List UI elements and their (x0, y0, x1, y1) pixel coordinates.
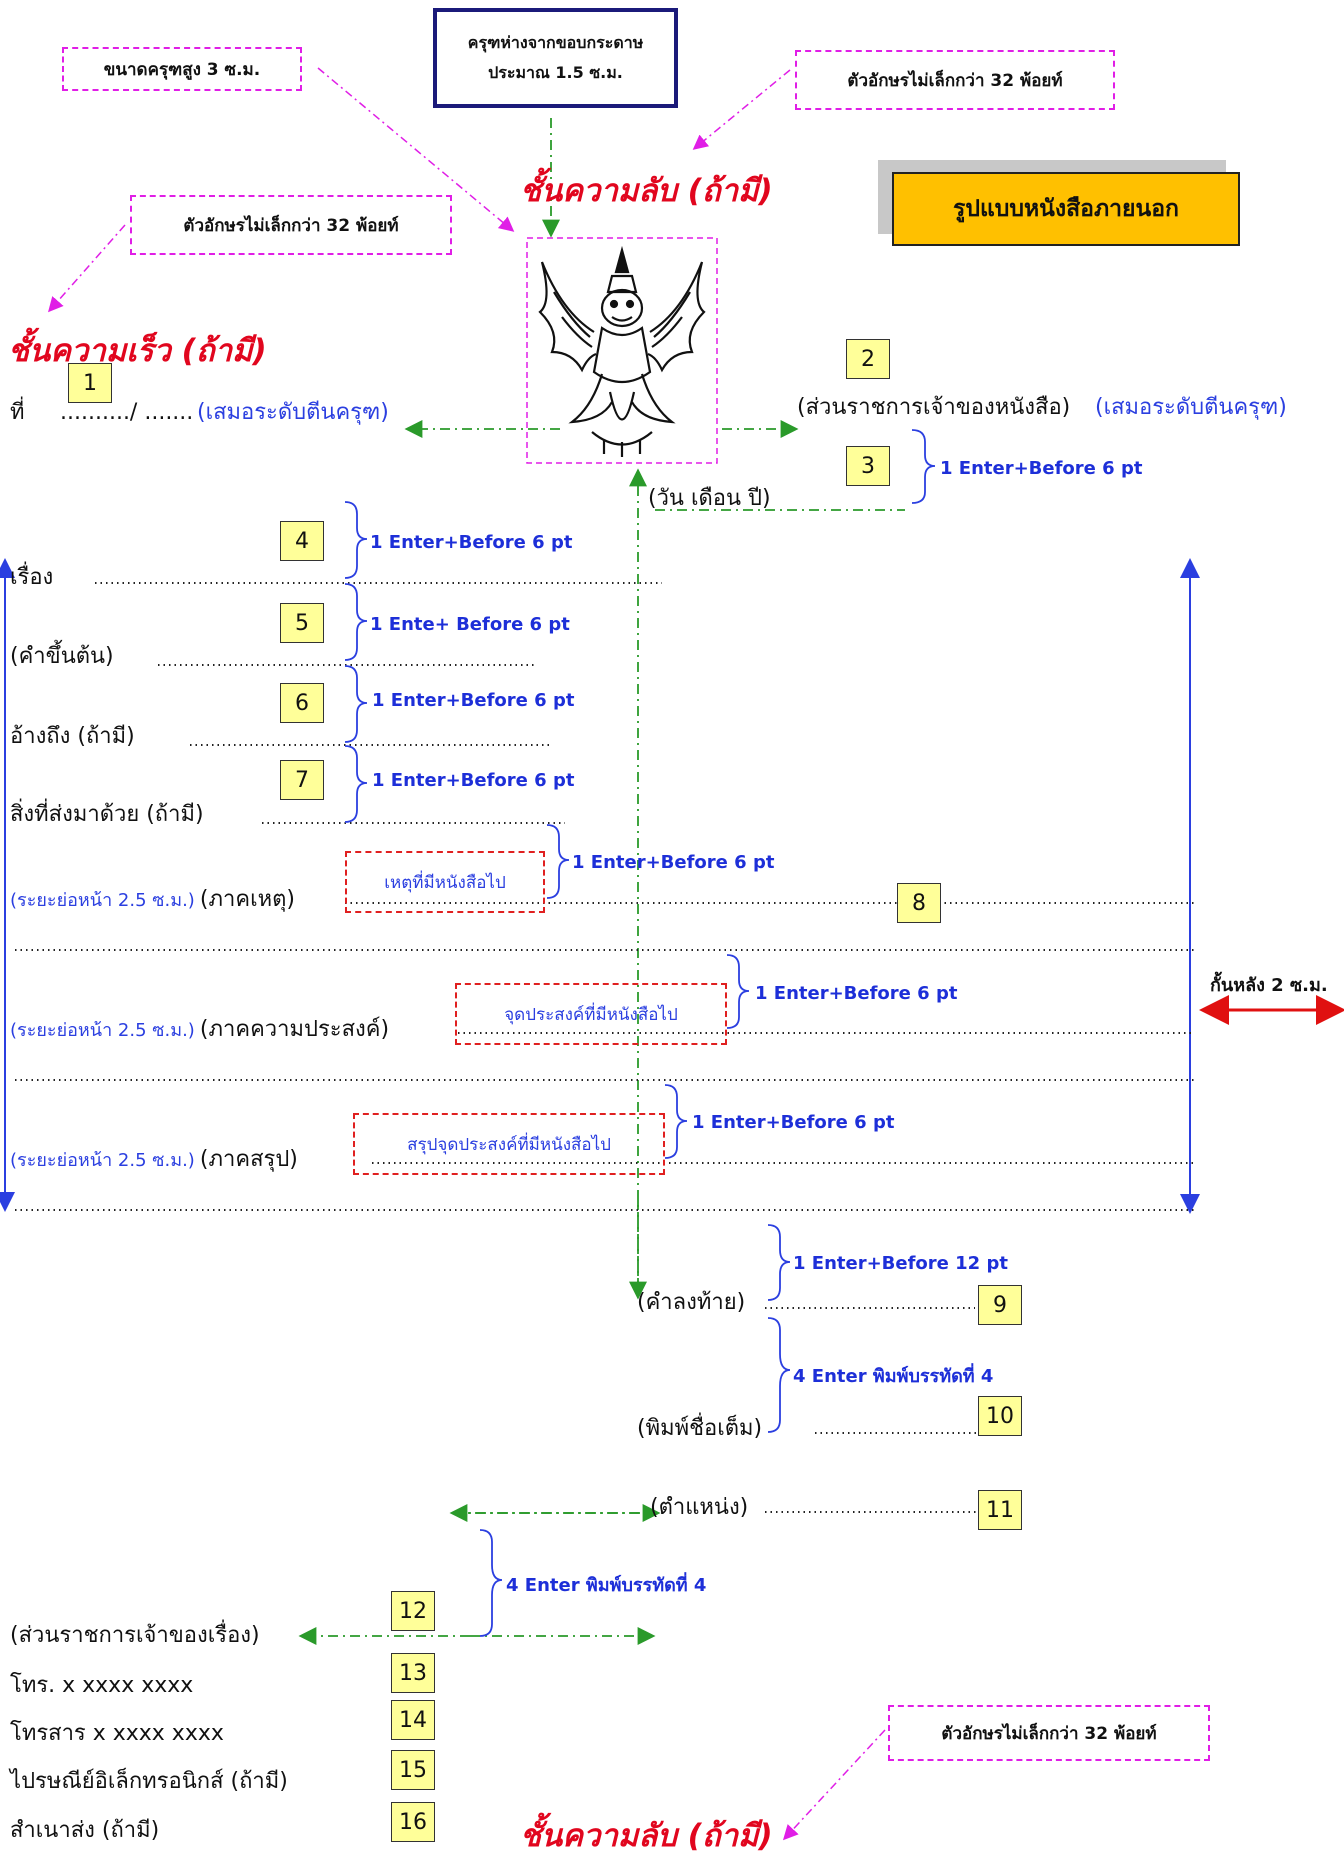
spacing-note-7: 1 Enter+Before 6 pt (372, 770, 575, 791)
purpose-paragraph: (ระยะย่อหน้า 2.5 ซ.ม.) (ภาคความประสงค์) (10, 1015, 389, 1044)
font-size-note-left: ตัวอักษรไม่เล็กกว่า 32 พ้อยท์ (130, 195, 452, 255)
right-margin-note: กั้นหลัง 2 ซ.ม. (1210, 975, 1328, 996)
subject-label: เรื่อง (10, 565, 54, 590)
font-size-note-top: ตัวอักษรไม่เล็กกว่า 32 พ้อยท์ (795, 50, 1115, 110)
marker-10: 10 (978, 1396, 1022, 1436)
email-label: ไปรษณีย์อิเล็กทรอนิกส์ (ถ้ามี) (10, 1769, 288, 1794)
marker-7: 7 (280, 760, 324, 800)
marker-9: 9 (978, 1285, 1022, 1325)
secrecy-top: ชั้นความลับ (ถ้ามี) (520, 173, 773, 209)
cause-label: (ภาคเหตุ) (199, 887, 295, 912)
secrecy-bottom: ชั้นความลับ (ถ้ามี) (520, 1818, 773, 1854)
purpose-label: (ภาคความประสงค์) (199, 1017, 390, 1042)
ref-label: ที่ (10, 400, 25, 425)
phone-label: โทร. x xxxx xxxx (10, 1673, 194, 1698)
full-name-label: (พิมพ์ชื่อเต็ม) (637, 1416, 763, 1441)
marker-16: 16 (391, 1802, 435, 1842)
summary-label: (ภาคสรุป) (199, 1147, 298, 1172)
date-label: (วัน เดือน ปี) (648, 486, 771, 511)
purpose-box: จุดประสงค์ที่มีหนังสือไป (455, 983, 727, 1045)
purpose-box-text: จุดประสงค์ที่มีหนังสือไป (504, 1004, 678, 1025)
spacing-note-12: 4 Enter พิมพ์บรรทัดที่ 4 (506, 1575, 707, 1596)
spacing-note-8: 1 Enter+Before 6 pt (572, 852, 775, 873)
garuda-margin-line2: ประมาณ 1.5 ซ.ม. (488, 63, 623, 82)
marker-4: 4 (280, 521, 324, 561)
marker-1: 1 (68, 363, 112, 403)
spacing-note-6: 1 Enter+Before 6 pt (372, 690, 575, 711)
agency-align-note: (เสมอระดับตีนครุฑ) (1095, 395, 1287, 420)
marker-13: 13 (391, 1653, 435, 1693)
spacing-note-4: 1 Enter+Before 6 pt (370, 532, 573, 553)
font-size-note-left-text: ตัวอักษรไม่เล็กกว่า 32 พ้อยท์ (183, 215, 399, 236)
reference-label: อ้างถึง (ถ้ามี) (10, 724, 135, 749)
agency-label: (ส่วนราชการเจ้าของหนังสือ) (797, 395, 1071, 420)
marker-8: 8 (897, 883, 941, 923)
marker-14: 14 (391, 1700, 435, 1740)
cause-box: เหตุที่มีหนังสือไป (345, 851, 545, 913)
font-size-note-bottom-text: ตัวอักษรไม่เล็กกว่า 32 พ้อยท์ (941, 1723, 1157, 1744)
garuda-size-note: ขนาดครุฑสูง 3 ซ.ม. (62, 47, 302, 91)
summary-indent-note: (ระยะย่อหน้า 2.5 ซ.ม.) (10, 1150, 195, 1171)
marker-5: 5 (280, 603, 324, 643)
cause-paragraph: (ระยะย่อหน้า 2.5 ซ.ม.) (ภาคเหตุ) (10, 885, 295, 914)
purpose-indent-note: (ระยะย่อหน้า 2.5 ซ.ม.) (10, 1020, 195, 1041)
font-size-note-top-text: ตัวอักษรไม่เล็กกว่า 32 พ้อยท์ (847, 70, 1063, 91)
ref-dots: ........../ ....... (60, 400, 194, 425)
garuda-margin-line1: ครุฑห่างจากขอบกระดาษ (467, 32, 644, 52)
spacing-note-9: 1 Enter+Before 12 pt (793, 1253, 1008, 1274)
font-size-note-bottom: ตัวอักษรไม่เล็กกว่า 32 พ้อยท์ (888, 1705, 1210, 1761)
cause-indent-note: (ระยะย่อหน้า 2.5 ซ.ม.) (10, 890, 195, 911)
spacing-note-5: 1 Ente+ Before 6 pt (370, 614, 570, 635)
spacing-note-purpose: 1 Enter+Before 6 pt (755, 983, 958, 1004)
marker-3: 3 (846, 446, 890, 486)
marker-11: 11 (978, 1490, 1022, 1530)
marker-15: 15 (391, 1750, 435, 1790)
marker-12: 12 (391, 1591, 435, 1631)
garuda-emblem-icon (538, 245, 706, 457)
ref-align-note: (เสมอระดับตีนครุฑ) (197, 400, 389, 425)
summary-paragraph: (ระยะย่อหน้า 2.5 ซ.ม.) (ภาคสรุป) (10, 1145, 298, 1174)
summary-box: สรุปจุดประสงค์ที่มีหนังสือไป (353, 1113, 665, 1175)
enclosure-label: สิ่งที่ส่งมาด้วย (ถ้ามี) (10, 802, 204, 827)
position-label: (ตำแหน่ง) (650, 1495, 749, 1520)
spacing-note-3: 1 Enter+Before 6 pt (940, 458, 1143, 479)
marker-6: 6 (280, 683, 324, 723)
garuda-size-text: ขนาดครุฑสูง 3 ซ.ม. (103, 59, 261, 80)
cause-box-text: เหตุที่มีหนังสือไป (384, 872, 506, 893)
salutation-label: (คำขึ้นต้น) (10, 644, 114, 669)
copy-to-label: สำเนาส่ง (ถ้ามี) (10, 1818, 160, 1843)
garuda-margin-note: ครุฑห่างจากขอบกระดาษ ประมาณ 1.5 ซ.ม. (433, 8, 678, 108)
department-label: (ส่วนราชการเจ้าของเรื่อง) (10, 1623, 260, 1648)
spacing-note-summary: 1 Enter+Before 6 pt (692, 1112, 895, 1133)
marker-2: 2 (846, 339, 890, 379)
fax-label: โทรสาร x xxxx xxxx (10, 1721, 224, 1746)
spacing-note-10: 4 Enter พิมพ์บรรทัดที่ 4 (793, 1366, 994, 1387)
urgency-label: ชั้นความเร็ว (ถ้ามี) (8, 333, 267, 369)
summary-box-text: สรุปจุดประสงค์ที่มีหนังสือไป (407, 1134, 611, 1155)
form-title: รูปแบบหนังสือภายนอก (892, 172, 1240, 246)
complimentary-close: (คำลงท้าย) (637, 1290, 746, 1315)
